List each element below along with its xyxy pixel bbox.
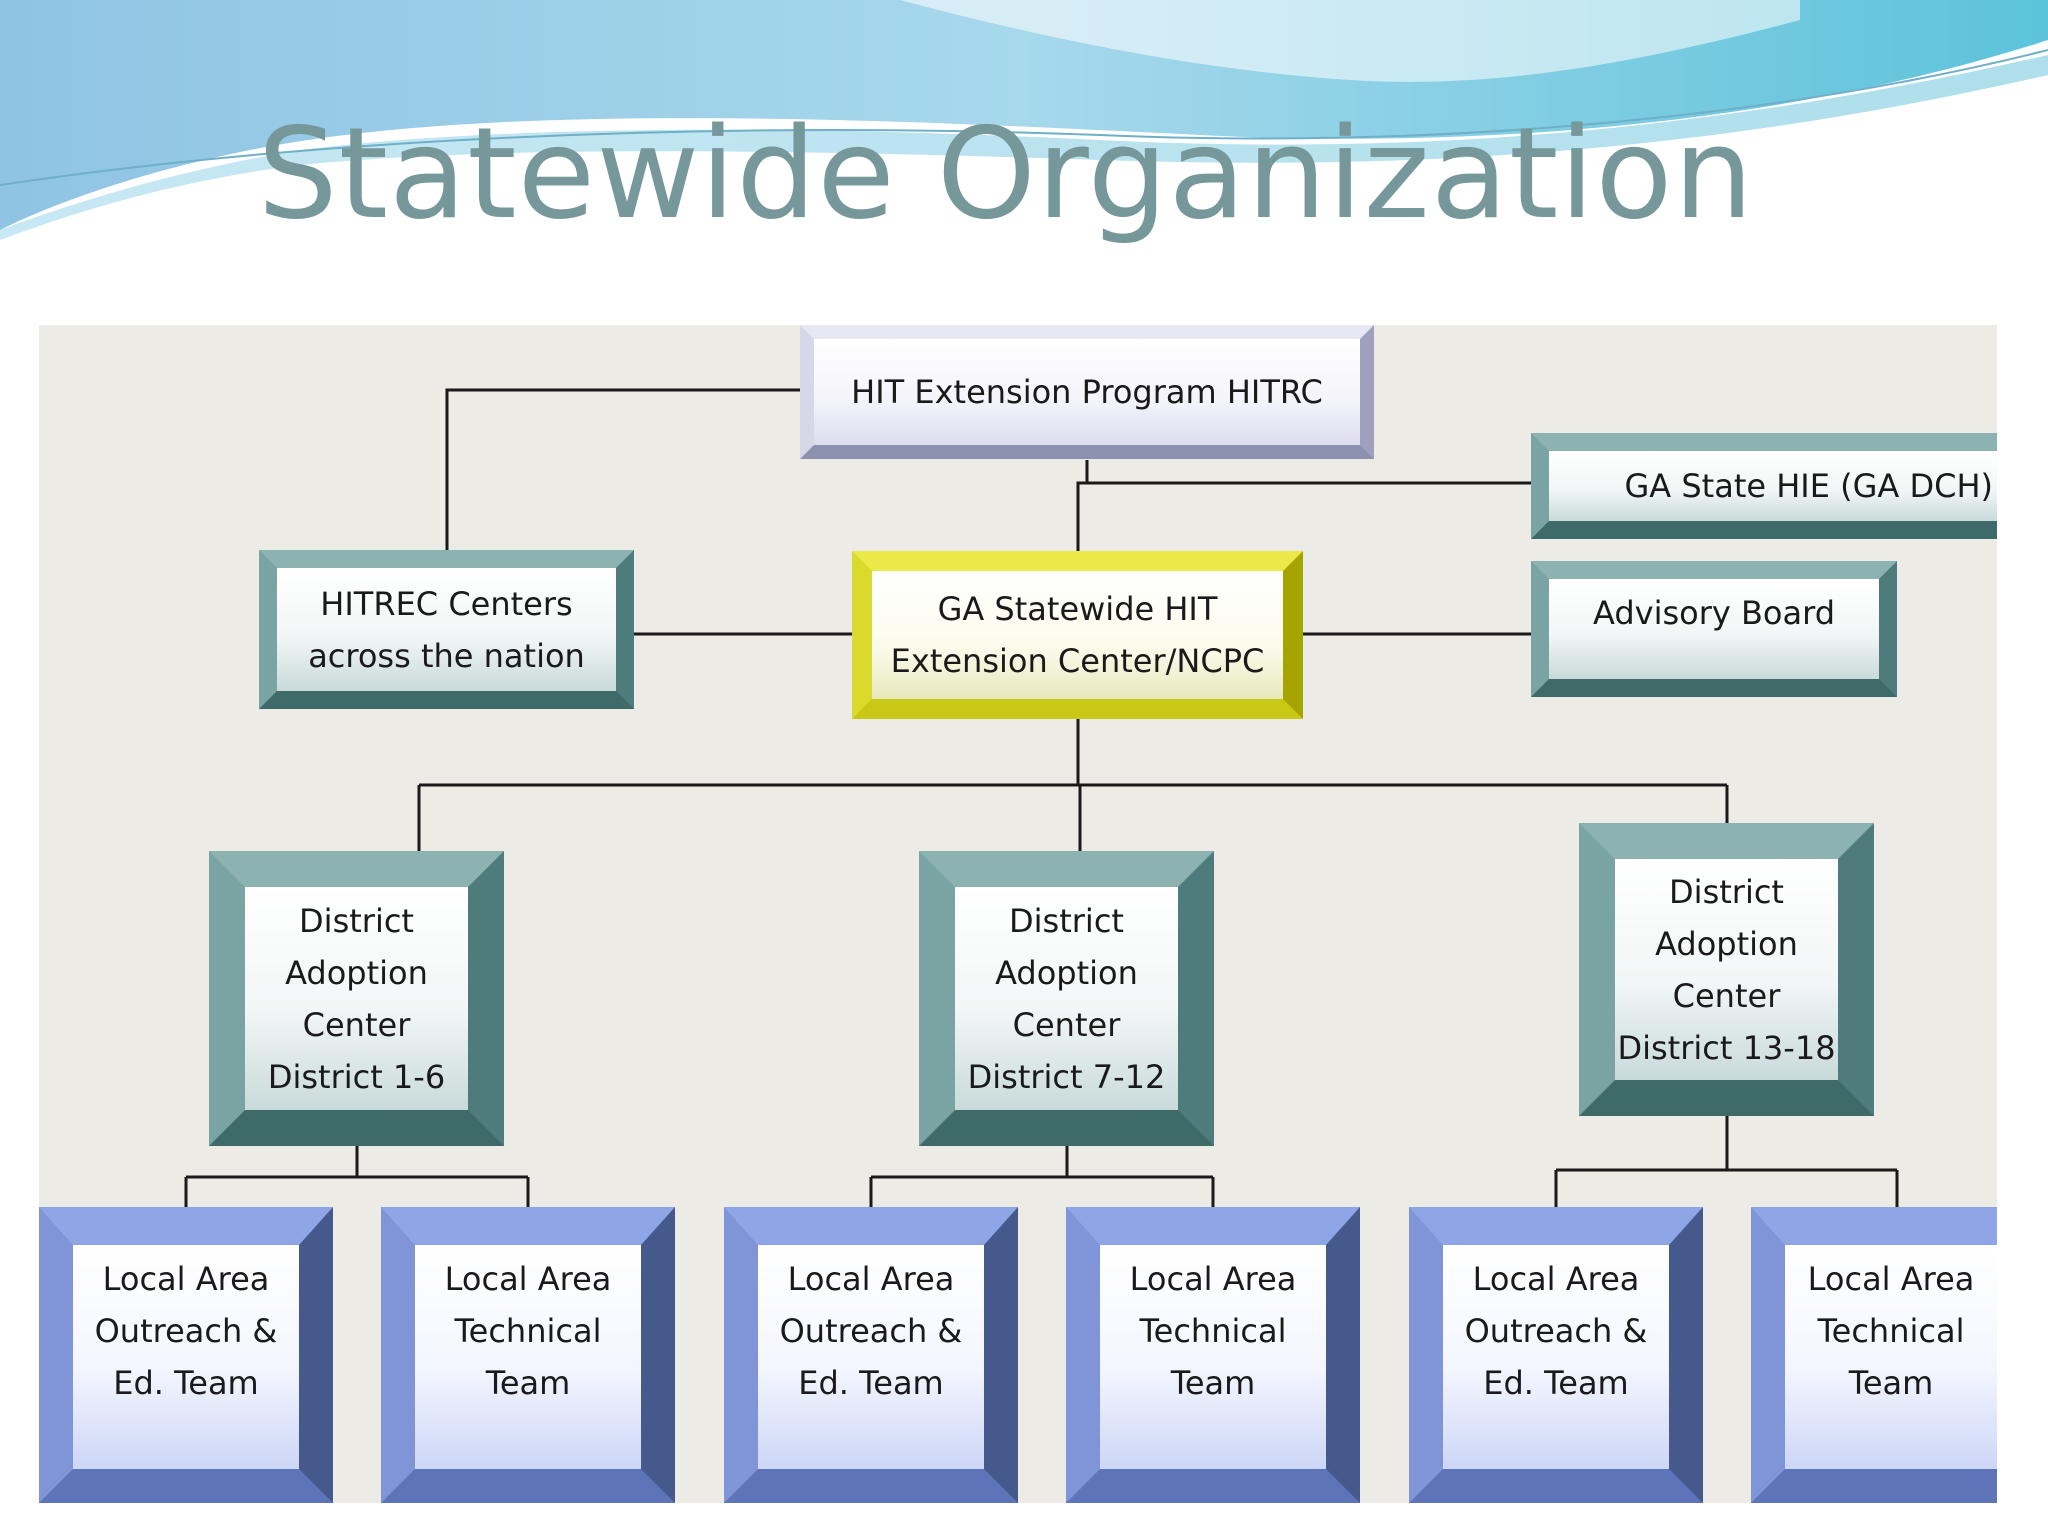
node-dac2-label: District Adoption Center District 7-12 [955, 887, 1178, 1110]
node-hitrec-centers: HITREC Centers across the nation [259, 550, 634, 709]
node-local-outreach-team-1: Local Area Outreach & Ed. Team [39, 1207, 333, 1503]
node-ga-state-hie: GA State HIE (GA DCH) [1531, 433, 1997, 539]
node-team4-label: Local Area Technical Team [1100, 1245, 1326, 1469]
node-advisory-board: Advisory Board [1531, 561, 1897, 697]
connector-dac1-teams [184, 1146, 530, 1207]
node-team5-label: Local Area Outreach & Ed. Team [1443, 1245, 1669, 1469]
node-local-technical-team-1: Local Area Technical Team [381, 1207, 675, 1503]
node-team6-label: Local Area Technical Team [1785, 1245, 1997, 1469]
connector-center-districts [417, 719, 1729, 851]
node-ga-hie-label: GA State HIE (GA DCH) [1549, 451, 1997, 521]
connector-hitrc-hitrec [445, 388, 800, 550]
node-dac3-label: District Adoption Center District 13-18 [1615, 859, 1838, 1080]
node-hitrc-label: HIT Extension Program HITRC [814, 339, 1360, 445]
node-local-technical-team-3: Local Area Technical Team [1751, 1207, 1997, 1503]
node-team3-label: Local Area Outreach & Ed. Team [758, 1245, 984, 1469]
header-waves [0, 0, 2048, 240]
connector-hitrc-center [1076, 460, 1089, 551]
node-local-outreach-team-3: Local Area Outreach & Ed. Team [1409, 1207, 1703, 1503]
node-team2-label: Local Area Technical Team [415, 1245, 641, 1469]
node-advisory-label: Advisory Board [1549, 579, 1879, 679]
node-dac1-label: District Adoption Center District 1-6 [245, 887, 468, 1110]
node-district-center-13-18: District Adoption Center District 13-18 [1579, 823, 1874, 1116]
node-ga-statewide-center: GA Statewide HIT Extension Center/NCPC [852, 551, 1303, 719]
node-hitrc: HIT Extension Program HITRC [800, 325, 1374, 459]
node-local-outreach-team-2: Local Area Outreach & Ed. Team [724, 1207, 1018, 1503]
node-district-center-1-6: District Adoption Center District 1-6 [209, 851, 504, 1146]
connector-dac3-teams [1554, 1116, 1899, 1207]
node-ga-center-label: GA Statewide HIT Extension Center/NCPC [872, 571, 1283, 699]
node-team1-label: Local Area Outreach & Ed. Team [73, 1245, 299, 1469]
node-local-technical-team-2: Local Area Technical Team [1066, 1207, 1360, 1503]
node-district-center-7-12: District Adoption Center District 7-12 [919, 851, 1214, 1146]
node-hitrec-label: HITREC Centers across the nation [277, 568, 616, 691]
connector-dac2-teams [869, 1146, 1215, 1207]
slide-title: Statewide Organization [257, 100, 1755, 247]
